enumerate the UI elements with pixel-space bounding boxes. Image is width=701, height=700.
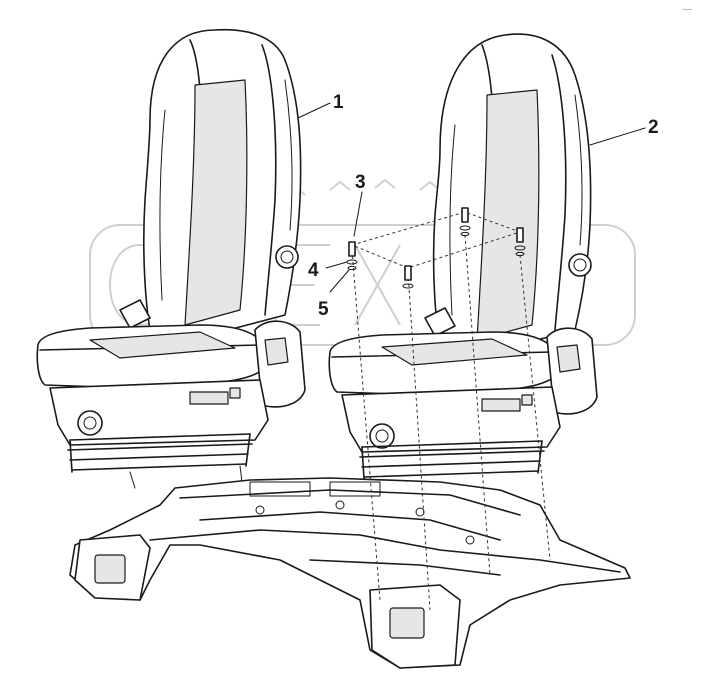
left-seat-cushion xyxy=(36,324,263,389)
corner-mark: — xyxy=(682,4,692,15)
callout-4: 4 xyxy=(308,260,319,281)
right-seat-adjust-knob xyxy=(369,423,395,449)
fasteners xyxy=(346,207,551,611)
callout-1: 1 xyxy=(333,92,344,113)
callout-5: 5 xyxy=(318,299,329,320)
callout-3: 3 xyxy=(355,172,366,193)
leader-lines xyxy=(297,102,646,293)
left-seat-buckle xyxy=(119,299,151,329)
bolt xyxy=(514,227,526,257)
right-seat-buckle xyxy=(424,307,456,337)
callout-2: 2 xyxy=(648,117,659,138)
right-seat-recline-knob xyxy=(568,253,592,277)
floor-frame xyxy=(69,477,631,669)
right-seat xyxy=(328,33,598,480)
bolt xyxy=(459,207,471,237)
left-seat-recline-knob xyxy=(275,245,299,269)
right-seat-cushion xyxy=(328,331,555,396)
left-seat xyxy=(36,28,306,489)
bolt xyxy=(346,241,358,271)
bolt xyxy=(402,265,414,289)
left-seat-adjust-knob xyxy=(77,410,103,436)
